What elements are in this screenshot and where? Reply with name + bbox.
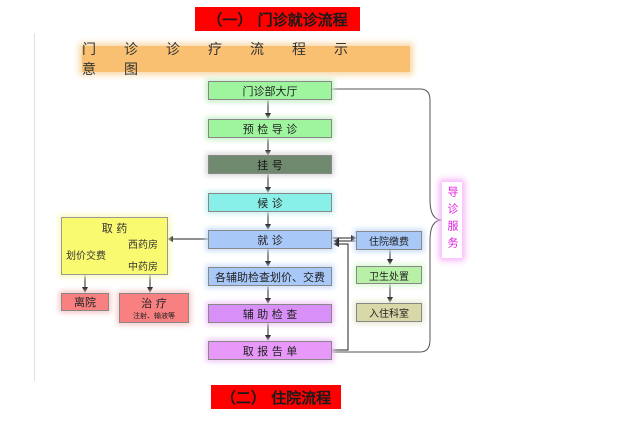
node-sanitation: 卫生处置: [356, 266, 422, 284]
node-wait: 候 诊: [208, 193, 332, 212]
node-register: 挂 号: [208, 155, 332, 174]
node-triage: 预 检 导 诊: [208, 119, 332, 138]
node-reception: 门诊部大厅: [208, 81, 332, 100]
section2-title: （二） 住院流程: [211, 385, 341, 409]
medicine-title: 取 药: [101, 222, 128, 235]
western-pharmacy: 西药房: [128, 240, 158, 251]
node-inpatient-deposit: 住院缴费: [356, 231, 422, 250]
node-treatment: 治 疗 注射、输液等: [119, 293, 189, 323]
medicine-box: 取 药 划价交费 西药房 中药房: [61, 217, 168, 275]
node-report: 取 报 告 单: [208, 341, 332, 360]
diagram-title: 门诊诊疗流程示意图: [82, 42, 410, 78]
node-admit: 入住科室: [356, 303, 422, 322]
section1-title: （一） 门诊就诊流程: [195, 7, 360, 31]
medicine-pricing: 划价交费: [66, 251, 106, 262]
node-pricing: 各辅助检查划价、交费: [208, 267, 332, 286]
guide-service-label: 导诊服务: [442, 182, 462, 258]
node-leave: 离院: [61, 293, 109, 311]
chinese-pharmacy: 中药房: [128, 262, 158, 273]
treatment-subtitle: 注射、输液等: [133, 312, 175, 320]
left-margin-line: [34, 33, 35, 381]
treatment-title: 治 疗: [141, 297, 167, 310]
node-consult: 就 诊: [208, 230, 332, 249]
node-exam: 辅 助 检 查: [208, 304, 332, 323]
